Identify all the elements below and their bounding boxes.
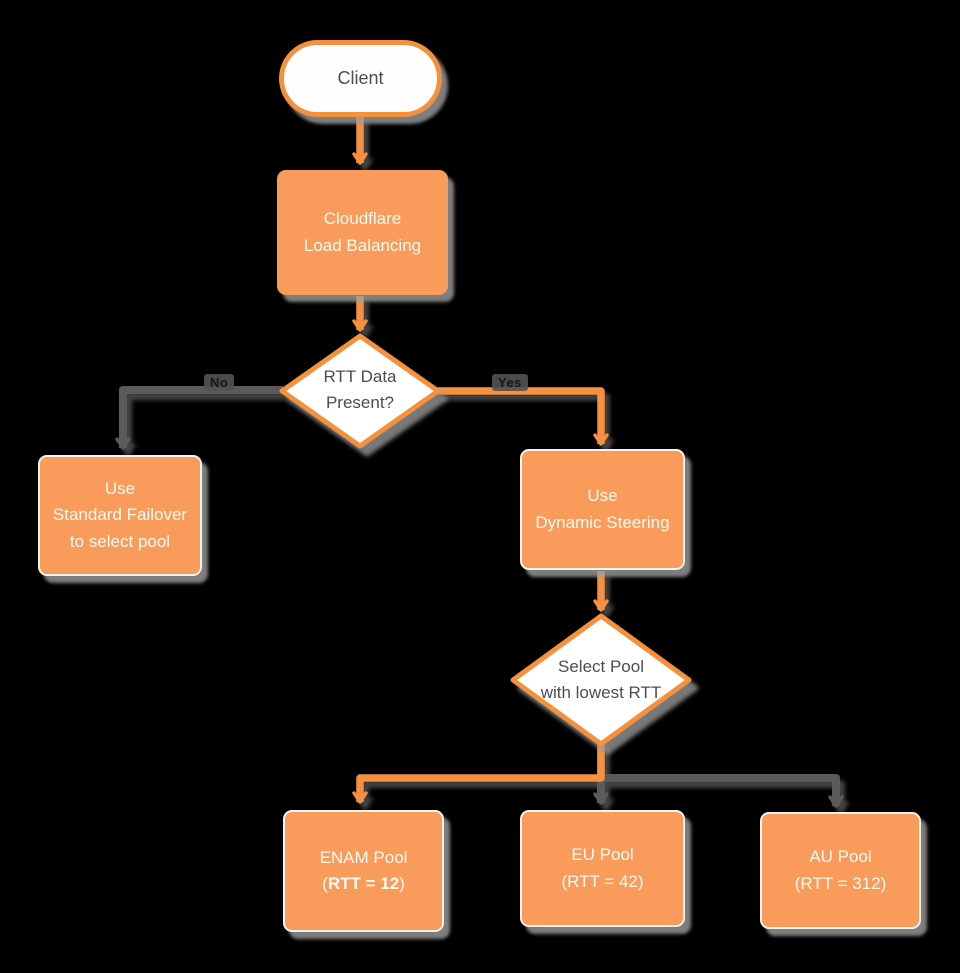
edge-no-branch [115,386,283,450]
steering-line1: Use [587,486,618,506]
node-cloudflare-load-balancing: Cloudflare Load Balancing [277,170,448,295]
enam-line2: (RTT = 12) [322,871,405,897]
node-enam-pool: ENAM Pool (RTT = 12) [283,810,444,932]
enam-rtt-bold: RTT = 12 [327,874,400,893]
rtt-decision-line1: RTT Data [323,367,397,386]
edge-to-au-pool [597,742,844,808]
edge-label-yes: Yes [492,374,528,391]
au-line1: AU Pool [809,847,872,867]
node-eu-pool: EU Pool (RTT = 42) [520,810,685,927]
enam-line2-close: ) [399,874,405,893]
node-dynamic-steering: Use Dynamic Steering [520,449,685,570]
edge-to-enam-pool [352,742,605,804]
eu-line1: EU Pool [571,845,634,865]
node-lb-line2: Load Balancing [303,235,422,255]
select-pool-line2: with lowest RTT [540,682,662,702]
rtt-decision-line2: Present? [325,392,395,412]
diamond-select-pool-shape [510,613,692,747]
node-au-pool: AU Pool (RTT = 312) [760,812,921,929]
eu-line2: (RTT = 42) [561,871,644,891]
diamond-rtt-decision-shape [279,333,441,449]
edge-yes-branch [437,387,609,446]
node-client: Client [279,40,442,117]
node-lb-line1: Cloudflare [323,209,402,229]
select-pool-line1: Select Pool [558,657,644,676]
node-rtt-decision-label: RTT Data Present? [285,364,435,415]
failover-line2: Standard Failover [52,505,188,525]
edge-label-no: No [204,374,235,391]
node-standard-failover: Use Standard Failover to select pool [38,455,202,576]
node-select-pool-label: Select Pool with lowest RTT [506,654,696,705]
au-line2: (RTT = 312) [794,873,887,893]
enam-line2-open: ( [322,874,328,893]
enam-line1: ENAM Pool [319,847,408,867]
failover-line1: Use [104,478,136,498]
failover-line3: to select pool [69,531,171,551]
steering-line2: Dynamic Steering [535,512,670,532]
node-client-label: Client [337,68,384,88]
